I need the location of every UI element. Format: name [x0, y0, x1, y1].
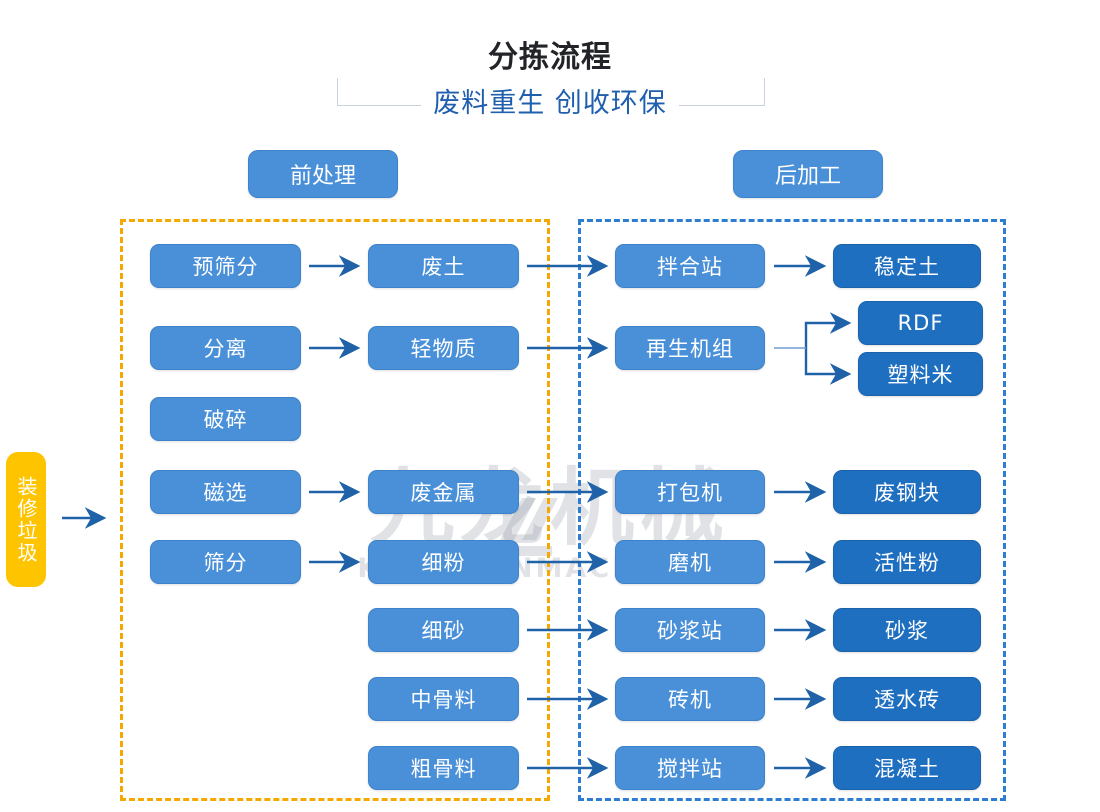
node-plastic-pellets[interactable]: 塑料米: [858, 352, 983, 396]
node-fine-sand[interactable]: 细砂: [368, 608, 519, 652]
node-grinding-mill[interactable]: 磨机: [615, 540, 765, 584]
entry-node-construction-waste[interactable]: 装修垃圾: [6, 452, 46, 587]
node-stabilized-soil[interactable]: 稳定土: [833, 244, 981, 288]
node-waste-soil[interactable]: 废土: [368, 244, 519, 288]
node-brick-machine[interactable]: 砖机: [615, 677, 765, 721]
node-screening[interactable]: 筛分: [150, 540, 301, 584]
section-tag-post-process[interactable]: 后加工: [733, 150, 883, 198]
zone-post-process: [578, 219, 1006, 801]
node-active-powder[interactable]: 活性粉: [833, 540, 981, 584]
node-mortar-station[interactable]: 砂浆站: [615, 608, 765, 652]
page-subtitle: 废料重生 创收环保: [0, 86, 1100, 122]
node-medium-aggregate[interactable]: 中骨料: [368, 677, 519, 721]
node-mortar[interactable]: 砂浆: [833, 608, 981, 652]
zone-pre-process: [120, 219, 550, 801]
node-scrap-metal[interactable]: 废金属: [368, 470, 519, 514]
node-separation[interactable]: 分离: [150, 326, 301, 370]
node-mixing-station[interactable]: 拌合站: [615, 244, 765, 288]
node-baler[interactable]: 打包机: [615, 470, 765, 514]
node-concrete-station[interactable]: 搅拌站: [615, 746, 765, 790]
node-crushing[interactable]: 破碎: [150, 397, 301, 441]
node-scrap-steel-block[interactable]: 废钢块: [833, 470, 981, 514]
node-rdf[interactable]: RDF: [858, 301, 983, 345]
node-pre-screening[interactable]: 预筛分: [150, 244, 301, 288]
section-tag-pre-process[interactable]: 前处理: [248, 150, 398, 198]
node-magnetic-sorting[interactable]: 磁选: [150, 470, 301, 514]
node-permeable-brick[interactable]: 透水砖: [833, 677, 981, 721]
node-light-material[interactable]: 轻物质: [368, 326, 519, 370]
page-title: 分拣流程: [0, 38, 1100, 78]
node-recycling-unit[interactable]: 再生机组: [615, 326, 765, 370]
node-coarse-aggregate[interactable]: 粗骨料: [368, 746, 519, 790]
node-concrete[interactable]: 混凝土: [833, 746, 981, 790]
node-fine-powder[interactable]: 细粉: [368, 540, 519, 584]
